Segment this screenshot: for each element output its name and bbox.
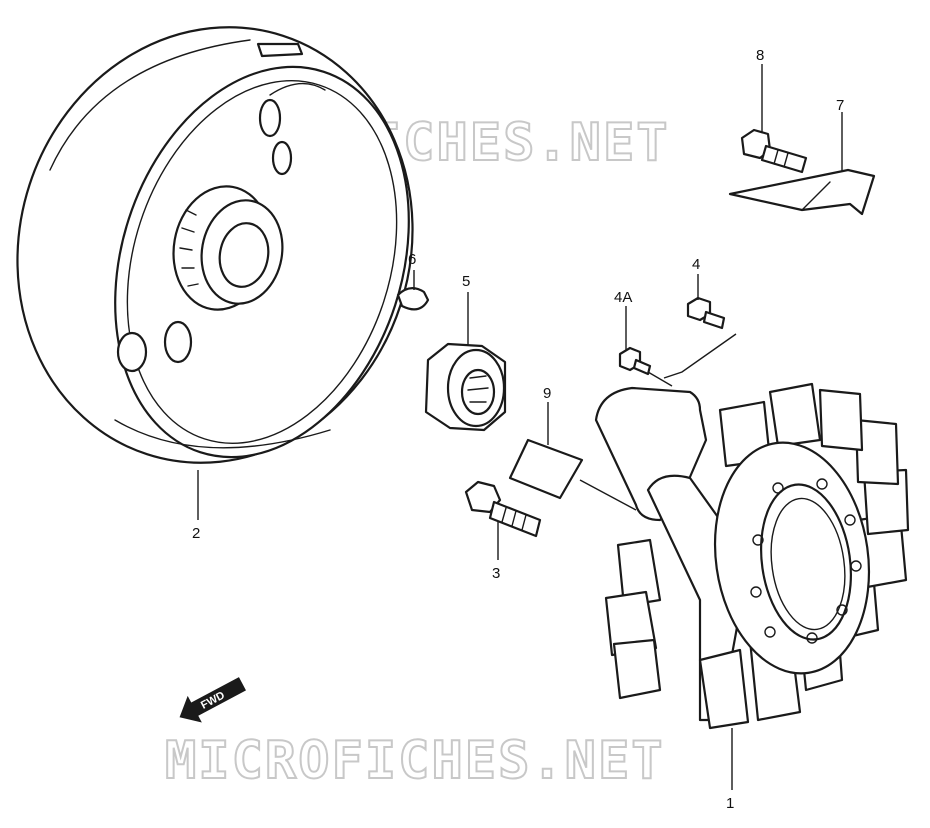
callout-5: 5: [462, 273, 470, 290]
part-1-stator[interactable]: [594, 382, 910, 730]
leader-4-stator: [663, 333, 737, 379]
callout-2: 2: [192, 525, 200, 542]
leader-9-stator: [579, 479, 637, 511]
part-2-flywheel-rotor[interactable]: [0, 0, 468, 514]
callout-1: 1: [726, 795, 734, 812]
watermark-bottom: MICROFICHES.NET: [165, 731, 665, 791]
part-4-screw[interactable]: [686, 296, 726, 330]
callout-3: 3: [492, 565, 500, 582]
part-4a-screw[interactable]: [618, 346, 652, 376]
callout-6: 6: [408, 251, 416, 268]
callout-4: 4: [692, 256, 700, 273]
callout-9: 9: [543, 385, 551, 402]
part-5-rotor-nut[interactable]: [424, 342, 507, 432]
part-9-pad[interactable]: [508, 438, 584, 500]
part-6-key[interactable]: [396, 287, 430, 311]
part-8-bolt[interactable]: [740, 128, 808, 174]
part-3-rotor-bolt[interactable]: [464, 480, 542, 538]
fwd-label: FWD: [199, 689, 227, 711]
leader-4a-stator: [647, 371, 673, 387]
fwd-direction-arrow: FWD: [179, 677, 246, 723]
callout-8: 8: [756, 47, 764, 64]
part-7-clamp[interactable]: [728, 168, 876, 216]
callout-4a: 4A: [614, 289, 632, 306]
callout-7: 7: [836, 97, 844, 114]
